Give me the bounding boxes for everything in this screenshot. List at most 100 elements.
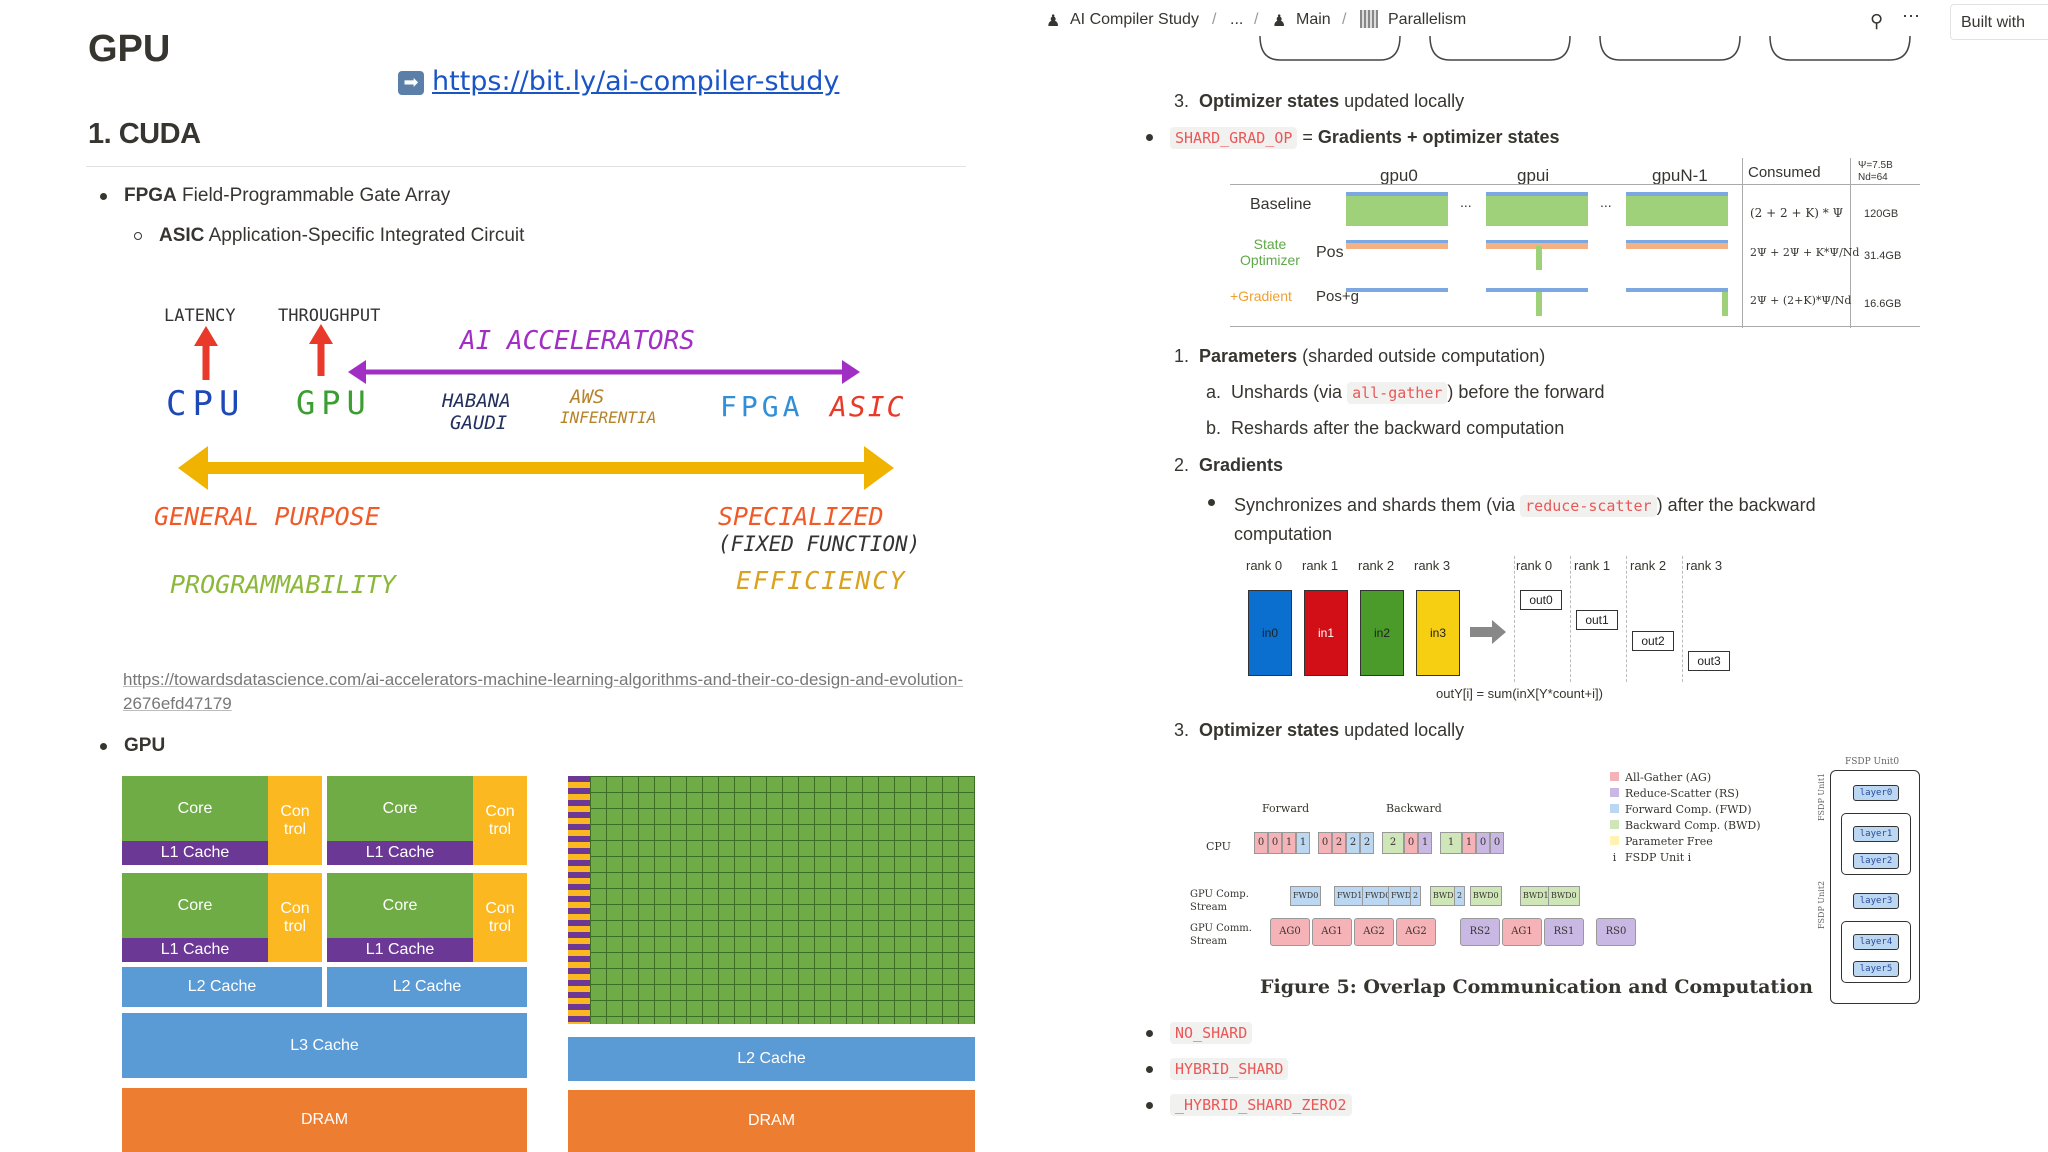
gpu-dram-block: DRAM bbox=[568, 1090, 975, 1152]
bullet-dot bbox=[1146, 1066, 1153, 1073]
comp-box: FWD0 bbox=[1362, 886, 1394, 906]
dram-block: DRAM bbox=[122, 1088, 527, 1152]
table-rule bbox=[1230, 184, 1920, 185]
legend-label: Parameter Free bbox=[1625, 835, 1713, 848]
comp-box: 2 bbox=[1410, 886, 1422, 906]
rank-label: rank 2 bbox=[1358, 558, 1395, 573]
sketch-arrows bbox=[178, 324, 894, 490]
sub-letter: a. bbox=[1206, 382, 1222, 402]
section-heading-cuda: 1. CUDA bbox=[88, 118, 201, 150]
rank-label: rank 2 bbox=[1630, 558, 1667, 573]
more-icon[interactable]: ⋯ bbox=[1902, 6, 1920, 26]
cpu-cell: 0 bbox=[1268, 832, 1282, 854]
comm-box: AG1 bbox=[1502, 918, 1542, 946]
cpu-cell: 1 bbox=[1282, 832, 1296, 854]
sub-a-pre: Unshards (via bbox=[1231, 382, 1348, 402]
optimizer-bold: Optimizer states bbox=[1199, 91, 1340, 111]
cpu-cell: 1 bbox=[1418, 832, 1432, 854]
shard-grad-op-item: SHARD_GRAD_OP = Gradients + optimizer st… bbox=[1170, 127, 1560, 149]
legend-label: FSDP Unit i bbox=[1625, 851, 1692, 864]
ellipsis: ... bbox=[1600, 194, 1612, 210]
legend-item: Reduce-Scatter (RS) bbox=[1610, 786, 1761, 802]
optimizer-states-item: 3. Optimizer states updated locally bbox=[1174, 91, 1464, 112]
reduce-scatter-figure: rank 0 rank 1 rank 2 rank 3 in0 in1 in2 … bbox=[1236, 552, 1756, 702]
habana-label: HABANA bbox=[442, 390, 511, 412]
legend-item: Forward Comp. (FWD) bbox=[1610, 802, 1761, 818]
comm-box: AG2 bbox=[1354, 918, 1394, 946]
parameters-bold: Parameters bbox=[1199, 346, 1298, 366]
bullet-dot bbox=[1146, 1102, 1153, 1109]
mem-baseline: 120GB bbox=[1864, 208, 1899, 220]
memory-bar bbox=[1486, 192, 1588, 226]
rank-label: rank 0 bbox=[1246, 558, 1283, 573]
page-icon bbox=[1360, 10, 1378, 28]
study-link-text[interactable]: https://bit.ly/ai-compiler-study bbox=[432, 66, 840, 97]
comp-box: BWD2 bbox=[1430, 886, 1462, 906]
bullet-dot bbox=[100, 743, 107, 750]
bullet-dot bbox=[100, 193, 107, 200]
shard-grad-op-bold: Gradients + optimizer states bbox=[1317, 127, 1560, 147]
row-label-pos: Pos bbox=[1316, 244, 1344, 261]
control-block: Con trol bbox=[473, 873, 527, 962]
fpga-label: FPGA bbox=[720, 390, 804, 423]
cpu-cell: 0 bbox=[1318, 832, 1332, 854]
cpu-cell: 2 bbox=[1360, 832, 1374, 854]
l2-cache-block: L2 Cache bbox=[327, 967, 527, 1007]
control-block: Con trol bbox=[268, 873, 322, 962]
parameters-sub-b: b. Reshards after the backward computati… bbox=[1206, 418, 1564, 439]
memory-bar bbox=[1346, 240, 1448, 249]
layer-box: layer5 bbox=[1853, 961, 1899, 977]
memory-bar bbox=[1486, 288, 1588, 292]
layer-box: layer4 bbox=[1853, 934, 1899, 950]
cpu-cell: 1 bbox=[1296, 832, 1310, 854]
col-gpun: gpuN-1 bbox=[1652, 166, 1708, 185]
memory-bar bbox=[1722, 292, 1728, 316]
cpu-cell: 1 bbox=[1440, 832, 1462, 854]
breadcrumb-item[interactable]: Parallelism bbox=[1388, 11, 1467, 28]
built-with-label[interactable]: Built with bbox=[1961, 14, 2026, 31]
legend-item: Parameter Free bbox=[1610, 834, 1761, 850]
rank-divider bbox=[1682, 556, 1684, 682]
hybrid-shard-zero2-item: _HYBRID_SHARD_ZERO2 bbox=[1170, 1094, 1352, 1116]
cpu-cell: 1 bbox=[1462, 832, 1476, 854]
layer-box: layer1 bbox=[1853, 826, 1899, 842]
forward-label: Forward bbox=[1262, 802, 1310, 815]
optimizer-states-item-bottom: 3. Optimizer states updated locally bbox=[1174, 720, 1464, 741]
aws-label: AWS bbox=[570, 386, 605, 408]
core-block: Core bbox=[122, 776, 268, 841]
built-with-button[interactable]: Built with bbox=[1950, 4, 2048, 40]
core-block: Core bbox=[327, 873, 473, 938]
list-number: 3. bbox=[1174, 91, 1190, 111]
comm-box: AG2 bbox=[1396, 918, 1436, 946]
optimizer-bold: Optimizer states bbox=[1199, 720, 1340, 740]
fsdp-unit0-title: FSDP Unit0 bbox=[1845, 757, 1900, 767]
breadcrumb-item[interactable]: Main bbox=[1296, 11, 1331, 28]
rank-label: rank 3 bbox=[1686, 558, 1723, 573]
cpu-cell: 2 bbox=[1382, 832, 1404, 854]
breadcrumb-item[interactable]: ... bbox=[1230, 11, 1244, 28]
source-link[interactable]: https://towardsdatascience.com/ai-accele… bbox=[123, 670, 963, 713]
comp-stream-label: GPU Comp. Stream bbox=[1190, 889, 1249, 913]
study-link[interactable]: ➡https://bit.ly/ai-compiler-study bbox=[398, 66, 839, 97]
no-shard-item: NO_SHARD bbox=[1170, 1022, 1253, 1044]
backward-label: Backward bbox=[1386, 802, 1442, 815]
formula-posg: 2Ψ + (2+K)*Ψ/Nd bbox=[1750, 294, 1852, 307]
l1-cache-block: L1 Cache bbox=[122, 841, 268, 865]
search-icon[interactable]: ⚲ bbox=[1870, 11, 1884, 31]
gradients-item: 2. Gradients bbox=[1174, 455, 1283, 476]
gpu-bullet: GPU bbox=[124, 735, 166, 756]
rank-label: rank 1 bbox=[1302, 558, 1339, 573]
asic-text: Application-Specific Integrated Circuit bbox=[204, 225, 525, 246]
fixed-function-label: (FIXED FUNCTION) bbox=[718, 532, 921, 556]
ai-accelerators-label: AI ACCELERATORS bbox=[460, 326, 695, 356]
breadcrumb-separator: / bbox=[1254, 11, 1259, 28]
comp-box: FWD0 bbox=[1290, 886, 1322, 906]
fpga-text: Field-Programmable Gate Array bbox=[176, 185, 451, 206]
formula-baseline: (2 + 2 + K) * Ψ bbox=[1750, 206, 1844, 220]
unit1-box bbox=[1841, 813, 1911, 875]
breadcrumb-item[interactable]: AI Compiler Study bbox=[1070, 11, 1199, 28]
comm-box: AG0 bbox=[1270, 918, 1310, 946]
mem-posg: 16.6GB bbox=[1864, 298, 1902, 310]
